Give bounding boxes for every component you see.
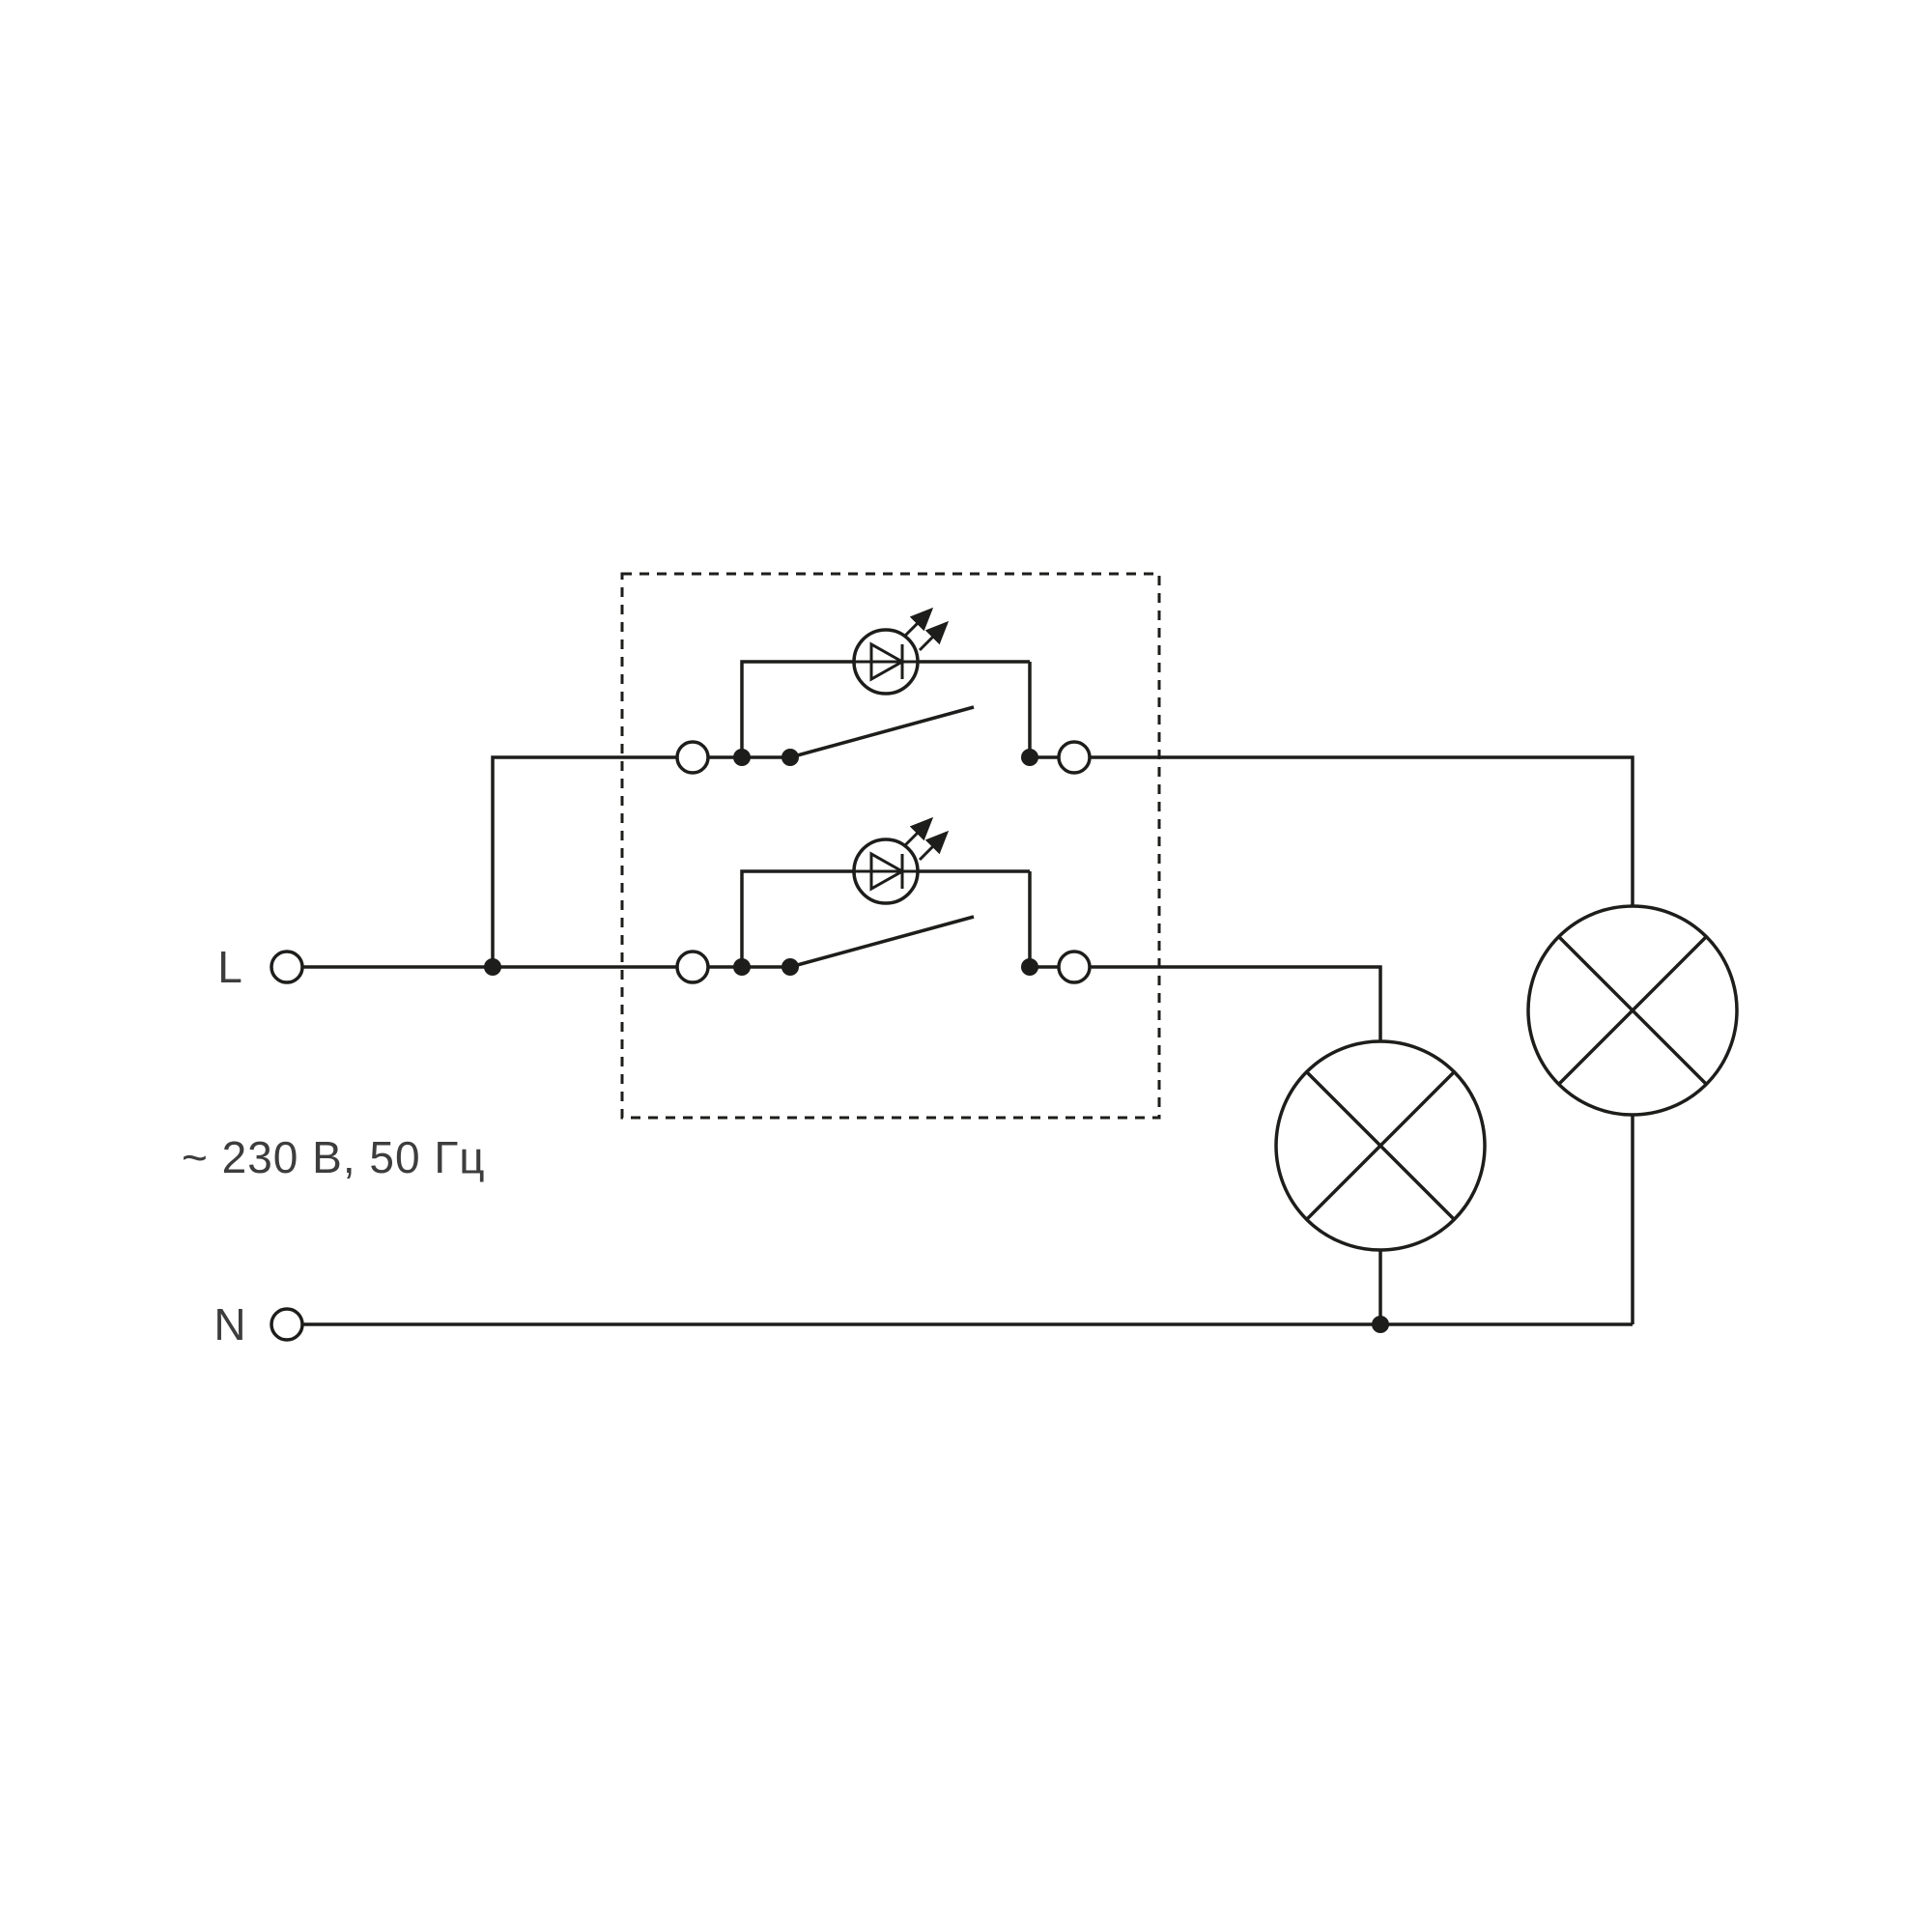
line-label: L [217,942,242,992]
switch-1-right-terminal [1057,740,1092,775]
wire-line-riser [491,755,677,967]
lamp-1 [1274,1039,1487,1252]
wires [302,755,1634,1326]
switch-1-left-terminal [675,740,710,775]
lamp-2-cross-icon [1557,935,1708,1086]
led-1-emission-arrows-icon [902,607,950,652]
wire-junctions [484,958,1389,1333]
neutral-label: N [213,1299,245,1350]
switch-2-left-terminal [675,950,710,984]
lamp-1-cross-icon [1305,1070,1456,1221]
led-2-emission-arrows-icon [902,816,950,862]
lamp-2 [1526,904,1739,1117]
neutral-terminal [270,1307,304,1342]
junction-line-split [484,958,501,976]
switch-1 [675,607,1092,775]
wire-switch1-to-lamp2 [1090,755,1634,906]
switch-2-right-terminal [1057,950,1092,984]
switch-2-blade [789,915,975,969]
led-2 [740,816,1032,967]
wire-switch2-to-lamp1 [1090,965,1382,1041]
led-1 [740,607,1032,757]
junction-neutral [1372,1316,1389,1333]
led-2-diode-triangle [869,851,906,892]
led-1-branch-wire [740,660,1032,757]
power-rating-label: ~ 230 В, 50 Гц [182,1132,486,1182]
line-terminal [270,950,304,984]
switch-2 [675,816,1092,984]
led-2-branch-wire [740,869,1032,967]
led-1-diode-triangle [869,641,906,682]
switch-unit-outline [620,572,1161,1120]
switch-1-blade [789,705,975,759]
